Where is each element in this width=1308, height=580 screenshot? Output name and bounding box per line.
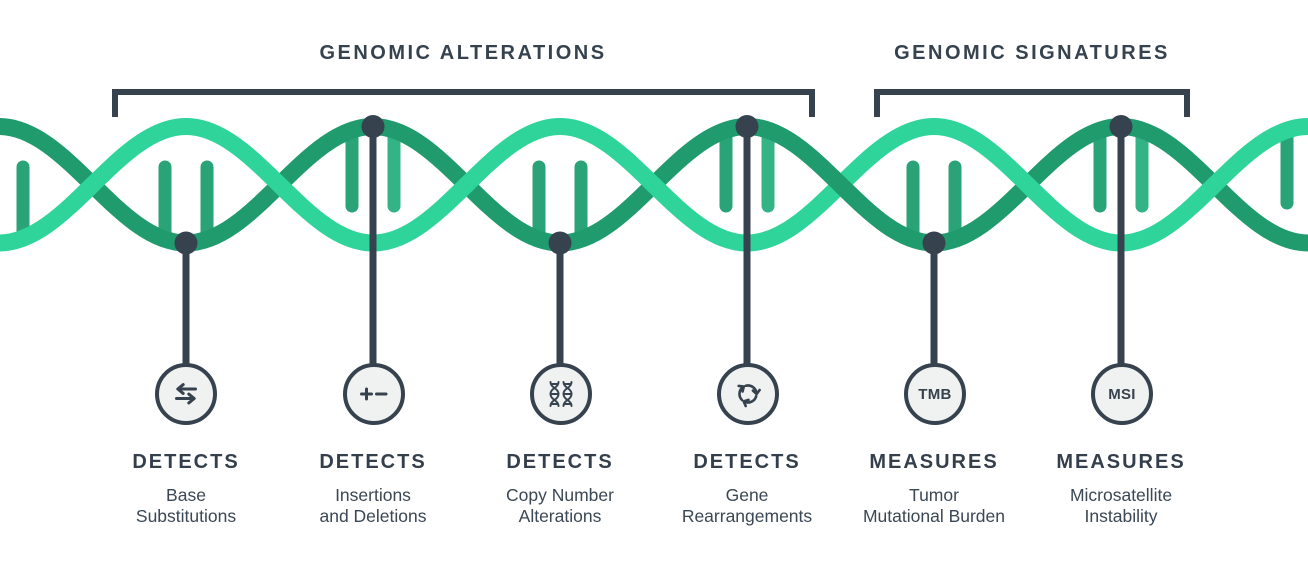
dna-strand-dark-overpass: [746, 118, 935, 252]
callout-heading: DETECTS: [319, 451, 427, 473]
callout-heading: DETECTS: [506, 451, 614, 473]
callout-description-line: and Deletions: [319, 506, 427, 526]
cycle-arrows-icon: [737, 384, 761, 408]
msi-badge: MSI: [1091, 363, 1153, 425]
connector-dot: [361, 115, 385, 138]
callout-tumor-mutational-burden: MEASURES Tumor Mutational Burden: [839, 452, 1029, 527]
callout-description-line: Microsatellite: [1069, 485, 1173, 505]
gene-rearrangements-badge: [717, 363, 779, 425]
callout-copy-number: DETECTS Copy Number Alterations: [465, 452, 655, 527]
callout-description-line: Substitutions: [135, 506, 237, 526]
swap-arrows-icon: [175, 383, 197, 405]
insertions-deletions-badge: [343, 363, 405, 425]
callout-description-line: Gene: [725, 485, 769, 505]
callout-heading: DETECTS: [132, 451, 240, 473]
alterations-bracket: [112, 89, 815, 117]
signatures-bracket: [874, 89, 1190, 117]
genomic-signatures-title: GENOMIC SIGNATURES: [894, 42, 1170, 64]
dna-strand-light: [0, 117, 1308, 252]
connector-dot: [548, 231, 572, 255]
connector-stems: [182, 126, 1125, 366]
connector-dot: [174, 231, 198, 255]
callout-description-line: Insertions: [335, 485, 411, 505]
callout-description-line: Tumor: [909, 485, 959, 505]
callout-insertions-deletions: DETECTS Insertions and Deletions: [278, 452, 468, 527]
callout-description-line: Rearrangements: [681, 506, 813, 526]
genomic-alterations-title: GENOMIC ALTERATIONS: [319, 42, 607, 64]
copy-number-badge: [530, 363, 592, 425]
callout-description-line: Mutational Burden: [862, 506, 1006, 526]
tmb-badge: TMB: [904, 363, 966, 425]
connector-dots: [174, 115, 1133, 255]
callout-gene-rearrangements: DETECTS Gene Rearrangements: [652, 452, 842, 527]
callout-description-line: Instability: [1084, 506, 1158, 526]
tmb-badge-label: TMB: [918, 385, 952, 403]
connector-dot: [922, 231, 946, 255]
callout-description-line: Copy Number: [506, 485, 614, 505]
callout-microsatellite-instability: MEASURES Microsatellite Instability: [1026, 452, 1216, 527]
callout-heading: MEASURES: [1056, 451, 1186, 473]
connector-dot: [1109, 115, 1133, 138]
dna-rungs: [16, 125, 1294, 245]
dna-pair-icon: [549, 381, 573, 407]
callout-heading: DETECTS: [693, 451, 801, 473]
section-brackets: [112, 89, 1190, 117]
callout-heading: MEASURES: [869, 451, 999, 473]
base-substitutions-badge: [155, 363, 217, 425]
callout-description-line: Alterations: [518, 506, 602, 526]
connector-dot: [735, 115, 759, 138]
plus-minus-icon: [360, 387, 388, 401]
msi-badge-label: MSI: [1108, 385, 1136, 403]
callout-description-line: Base: [166, 485, 206, 505]
callout-base-substitutions: DETECTS Base Substitutions: [91, 452, 281, 527]
